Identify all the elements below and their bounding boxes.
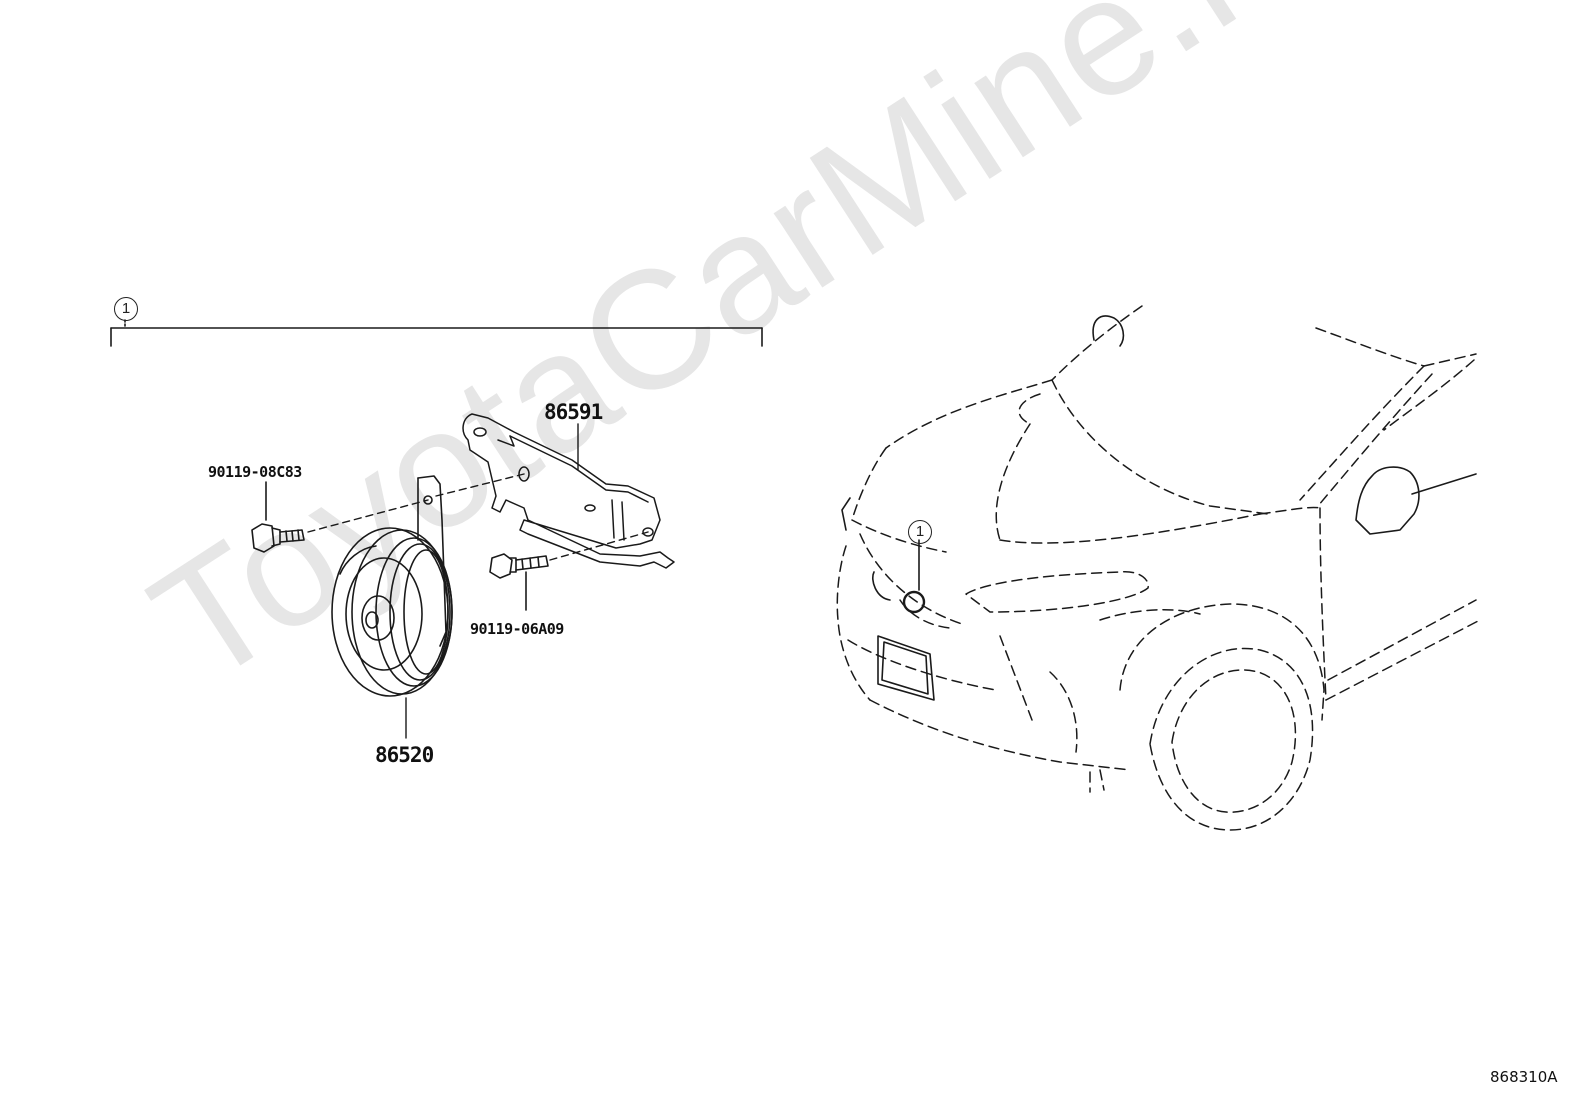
label-upper-bolt-part[interactable]: 90119-08C83	[208, 463, 302, 481]
diagram-code: 868310A	[1490, 1068, 1558, 1086]
vehicle-outline	[836, 305, 1481, 831]
horn-bracket-part	[462, 413, 675, 569]
lower-bolt-part	[489, 553, 549, 611]
label-lower-bolt-part[interactable]: 90119-06A09	[470, 620, 564, 638]
label-bracket-part[interactable]: 86591	[544, 400, 603, 424]
leader-lines	[405, 423, 579, 739]
assembly-dashed-lines	[307, 473, 649, 561]
label-horn-part[interactable]: 86520	[375, 743, 434, 767]
upper-bolt-part	[251, 481, 305, 553]
group-marker: 1	[114, 297, 138, 321]
group-bracket-line	[110, 319, 763, 347]
vehicle-location-marker: 1	[908, 520, 932, 544]
vehicle-solid-details	[841, 315, 1477, 701]
horn-part	[331, 475, 453, 697]
